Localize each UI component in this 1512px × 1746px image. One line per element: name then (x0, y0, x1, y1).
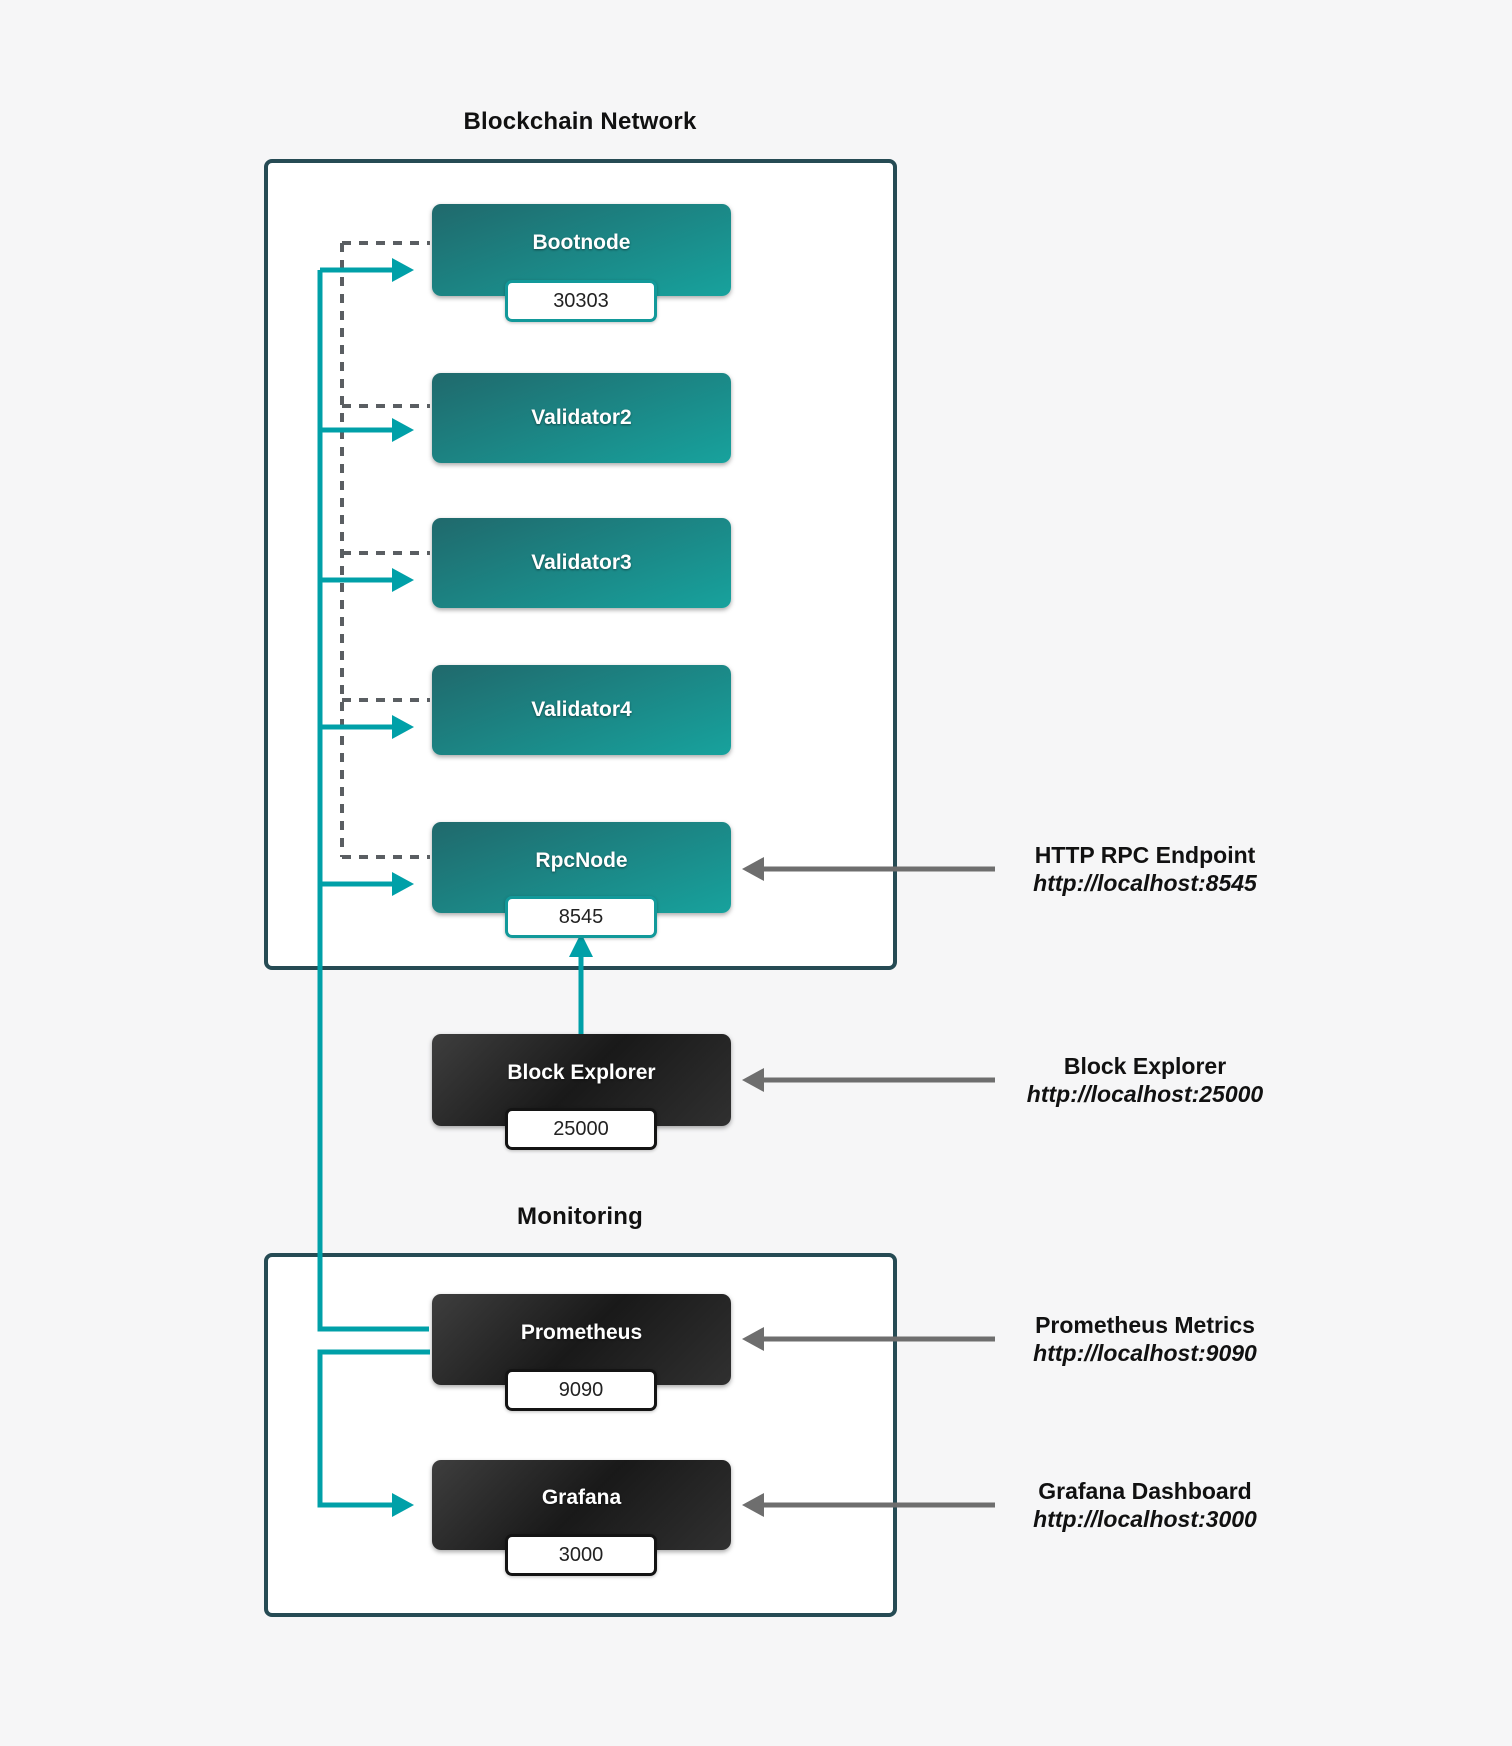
node-validator4: Validator4 (432, 665, 731, 755)
annotation-block-explorer: Block Explorer http://localhost:25000 (995, 1052, 1295, 1108)
annotation-title: Grafana Dashboard (1038, 1478, 1252, 1504)
port-badge-grafana: 3000 (505, 1534, 657, 1576)
node-label: Block Explorer (507, 1061, 656, 1084)
annotation-url: http://localhost:3000 (1033, 1506, 1257, 1532)
annotation-rpc-endpoint: HTTP RPC Endpoint http://localhost:8545 (995, 841, 1295, 897)
port-badge-prometheus: 9090 (505, 1369, 657, 1411)
port-badge-rpcnode: 8545 (505, 896, 657, 938)
annotation-url: http://localhost:25000 (1026, 1081, 1264, 1107)
annotation-prometheus-metrics: Prometheus Metrics http://localhost:9090 (995, 1311, 1295, 1367)
node-label: Validator2 (531, 406, 632, 429)
annotation-url: http://localhost:9090 (1033, 1340, 1257, 1366)
node-label: Grafana (541, 1486, 622, 1509)
port-badge-block-explorer: 25000 (505, 1108, 657, 1150)
node-label: RpcNode (535, 848, 628, 872)
annotation-grafana-dashboard: Grafana Dashboard http://localhost:3000 (995, 1477, 1295, 1533)
port-badge-bootnode: 30303 (505, 280, 657, 322)
arrowhead-gray-explorer (742, 1068, 764, 1092)
node-label: Prometheus (520, 1320, 643, 1344)
node-label: Validator3 (531, 551, 632, 574)
node-label: Bootnode (532, 231, 631, 254)
network-title: Blockchain Network (463, 108, 697, 135)
monitoring-title: Monitoring (517, 1203, 643, 1230)
node-validator3: Validator3 (432, 518, 731, 608)
annotation-title: HTTP RPC Endpoint (1034, 842, 1256, 868)
annotation-title: Prometheus Metrics (1035, 1312, 1255, 1338)
node-validator2: Validator2 (432, 373, 731, 463)
annotation-url: http://localhost:8545 (1033, 870, 1257, 896)
node-label: Validator4 (531, 698, 632, 721)
annotation-title: Block Explorer (1063, 1053, 1227, 1079)
